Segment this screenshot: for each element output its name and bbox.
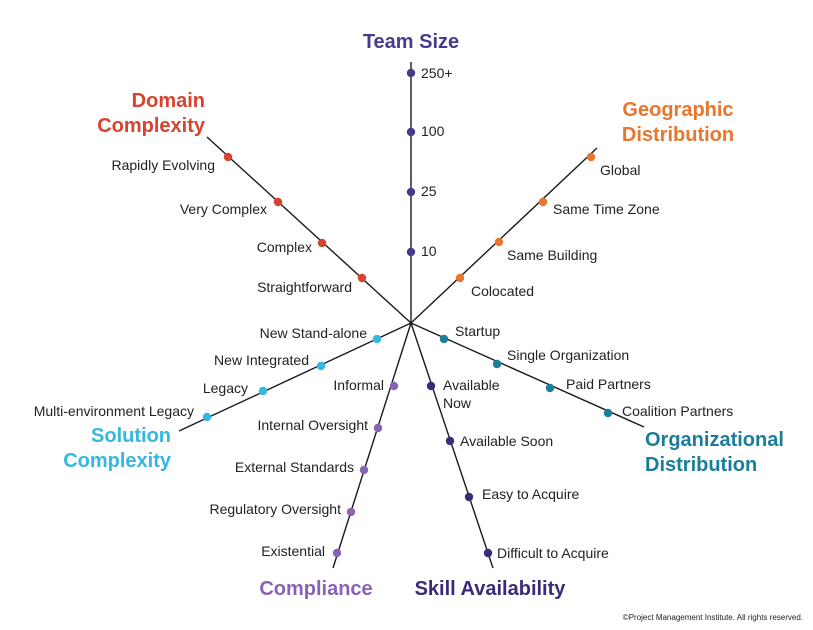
skill-availability-point-dot [464,492,474,502]
skill-availability-point-label: Difficult to Acquire [497,545,609,561]
solution-complexity-point-label: Legacy [203,380,248,396]
domain-complexity-point-dot [317,238,327,248]
skill-availability-point-label: Easy to Acquire [482,486,579,502]
organizational-distribution-point-dot [545,383,555,393]
skill-availability-axis-title: Skill Availability [415,578,567,600]
organizational-distribution-axis-line [410,322,645,428]
solution-complexity-point-label: Multi-environment Legacy [34,403,194,419]
organizational-distribution-point-label: Single Organization [507,347,629,363]
compliance-point-dot [389,381,399,391]
compliance-axis-line [332,322,412,569]
solution-complexity-point-dot [372,334,382,344]
domain-complexity-point-label: Complex [257,239,312,255]
compliance-axis-title: Compliance [259,578,372,600]
geographic-distribution-point-label: Colocated [471,283,534,299]
skill-availability-point-dot [426,381,436,391]
domain-complexity-point-dot [273,197,283,207]
domain-complexity-point-label: Straightforward [257,279,352,295]
team-size-point-label: 25 [421,183,437,199]
organizational-distribution-point-dot [492,359,502,369]
compliance-point-label: Existential [261,543,325,559]
domain-complexity-point-dot [223,152,233,162]
solution-complexity-point-label: New Stand-alone [260,325,368,341]
team-size-axis-title: Team Size [363,31,459,53]
compliance-point-label: External Standards [235,459,354,475]
organizational-distribution-point-label: Startup [455,323,500,339]
axis-labels: 10 25 100 250+ Colocated Same Building Same Ti… [34,65,734,561]
axis-dots [202,68,613,558]
team-size-point-label: 10 [421,243,437,259]
domain-complexity-point-label: Rapidly Evolving [112,157,216,173]
compliance-point-dot [332,548,342,558]
axis-lines [178,62,645,569]
geographic-distribution-point-dot [586,152,596,162]
organizational-distribution-point-label: Paid Partners [566,376,651,392]
solution-complexity-point-dot [258,386,268,396]
compliance-point-dot [373,423,383,433]
team-size-point-dot [406,187,416,197]
geographic-distribution-point-label: Same Building [507,247,597,263]
team-size-point-dot [406,127,416,137]
team-size-point-dot [406,68,416,78]
copyright-notice: ©Project Management Institute. All right… [623,613,803,622]
domain-complexity-axis-line [206,136,412,324]
team-size-point-label: 250+ [421,65,453,81]
domain-complexity-point-label: Very Complex [180,201,267,217]
skill-availability-point-label: Available Soon [460,433,553,449]
solution-complexity-point-dot [202,412,212,422]
skill-availability-point-dot [483,548,493,558]
skill-availability-axis-line [410,322,494,569]
geographic-distribution-point-label: Same Time Zone [553,201,660,217]
team-size-point-dot [406,247,416,257]
organizational-distribution-point-dot [603,408,613,418]
compliance-point-label: Informal [333,377,384,393]
team-size-point-label: 100 [421,123,445,139]
compliance-point-dot [359,465,369,475]
organizational-distribution-point-dot [439,334,449,344]
compliance-point-label: Internal Oversight [258,417,369,433]
geographic-distribution-point-dot [455,273,465,283]
geographic-distribution-point-dot [494,237,504,247]
solution-complexity-axis-line [178,322,412,432]
organizational-distribution-point-label: Coalition Partners [622,403,733,419]
geographic-distribution-point-dot [538,197,548,207]
geographic-distribution-axis-line [410,147,598,324]
solution-complexity-point-label: New Integrated [214,352,309,368]
skill-availability-point-dot [445,436,455,446]
geographic-distribution-point-label: Global [600,162,640,178]
compliance-point-dot [346,507,356,517]
domain-complexity-point-dot [357,273,367,283]
compliance-point-label: Regulatory Oversight [209,501,341,517]
solution-complexity-point-dot [316,361,326,371]
